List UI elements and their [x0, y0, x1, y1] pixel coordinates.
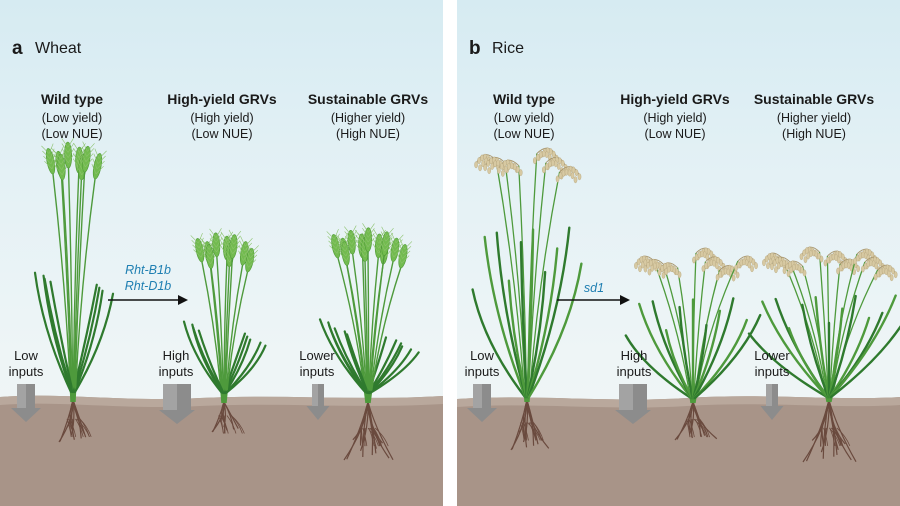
rice-panicle	[734, 255, 758, 273]
rice-panicle	[497, 159, 523, 177]
wheat-ear	[361, 223, 375, 252]
rice-plant	[624, 247, 762, 404]
col-nue: (Low NUE)	[41, 127, 103, 141]
gene-label-rht-b1b: Rht-B1b	[125, 263, 171, 277]
input-arrow-low	[467, 384, 497, 422]
wheat-ear	[80, 141, 95, 173]
wheat-ear	[41, 143, 57, 175]
col-title: High-yield GRVs	[167, 91, 277, 107]
col-yield: (Higher yield)	[776, 111, 852, 125]
col-yield: (Low yield)	[493, 111, 555, 125]
soil-highlight	[457, 396, 900, 408]
roots	[58, 399, 92, 443]
col-yield: (High yield)	[190, 111, 254, 125]
inputs-label-high: High inputs	[616, 348, 652, 379]
col-wild-type: Wild type (Low yield) (Low NUE)	[457, 91, 599, 142]
roots	[510, 399, 550, 451]
col-sustainable: Sustainable GRVs (Higher yield) (High NU…	[293, 91, 443, 142]
col-nue: (High NUE)	[782, 127, 846, 141]
rice-panicle	[770, 256, 794, 274]
gene-label-rht-d1b: Rht-D1b	[124, 279, 172, 293]
input-arrows	[11, 384, 330, 424]
rice-panicle	[701, 256, 726, 273]
col-yield: (Higher yield)	[330, 111, 406, 125]
inputs-label-low: Low inputs	[464, 348, 500, 379]
panel-label-b: b	[469, 38, 481, 59]
col-wild-type: Wild type (Low yield) (Low NUE)	[0, 91, 147, 142]
col-yield: (High yield)	[643, 111, 707, 125]
input-arrow-high	[159, 384, 195, 424]
col-nue: (Low NUE)	[644, 127, 706, 141]
inputs-label-low: Low inputs	[8, 348, 44, 379]
inputs-label-lower: Lower inputs	[754, 348, 790, 379]
wheat-ear	[397, 239, 413, 269]
col-title: High-yield GRVs	[620, 91, 730, 107]
panel-title-wheat: Wheat	[35, 40, 82, 57]
col-nue: (Low NUE)	[493, 127, 555, 141]
input-arrow-lower	[306, 384, 330, 420]
wheat-ear	[243, 243, 259, 273]
col-title: Sustainable GRVs	[307, 91, 429, 107]
rice-panicle	[657, 262, 682, 279]
panel-label-a: a	[12, 38, 23, 59]
wheat-ear	[91, 148, 107, 180]
inputs-label-lower: Lower inputs	[299, 348, 335, 379]
rice-plant	[471, 147, 583, 403]
panel-rice: b Rice Wild type (Low yield) (Low NUE) H…	[457, 0, 900, 506]
rice-plant	[747, 246, 900, 403]
gene-arrow	[108, 295, 188, 305]
col-nue: (High NUE)	[336, 127, 400, 141]
col-high-yield: High-yield GRVs (High yield) (Low NUE)	[147, 91, 297, 142]
wheat-plant	[318, 223, 420, 404]
rice-panicle	[799, 246, 824, 264]
rice-panicle	[532, 147, 559, 165]
col-title: Wild type	[492, 91, 556, 107]
rice-panicle	[555, 165, 582, 184]
rice-plants	[471, 147, 900, 463]
wheat-ear	[388, 232, 404, 263]
rice-panicle	[873, 264, 898, 282]
rice-panicle	[836, 258, 860, 276]
rice-panicle	[782, 260, 807, 278]
rice-illustration	[457, 147, 900, 506]
roots	[211, 401, 245, 434]
col-nue: (Low NUE)	[191, 127, 253, 141]
rice-panicle	[823, 250, 848, 268]
col-title: Wild type	[40, 91, 104, 107]
wheat-ear	[227, 229, 242, 259]
col-high-yield: High-yield GRVs (High yield) (Low NUE)	[600, 91, 750, 142]
input-arrow-low	[11, 384, 41, 422]
roots	[343, 401, 394, 461]
panel-title-rice: Rice	[492, 40, 525, 57]
roots	[802, 399, 857, 463]
wheat-plant	[182, 228, 267, 404]
wheat-ear	[337, 236, 352, 266]
input-arrow-lower	[760, 384, 784, 420]
wheat-illustration	[0, 137, 443, 506]
wheat-ear	[209, 228, 223, 258]
input-arrows	[467, 384, 784, 424]
col-title: Sustainable GRVs	[753, 91, 875, 107]
wheat-plants	[33, 137, 420, 461]
inputs-label-high: High inputs	[158, 348, 194, 379]
gene-label-sd1: sd1	[583, 281, 605, 295]
wheat-plant	[33, 137, 115, 403]
gene-arrow	[557, 295, 630, 305]
panel-divider	[443, 0, 457, 506]
col-sustainable: Sustainable GRVs (Higher yield) (High NU…	[739, 91, 889, 142]
wheat-ear	[344, 225, 358, 255]
input-arrow-high	[615, 384, 651, 424]
wheat-ear	[61, 137, 75, 169]
wheat-ear	[202, 239, 217, 269]
col-yield: (Low yield)	[41, 111, 103, 125]
soil	[0, 395, 443, 506]
panel-wheat: a Wheat Wild type (Low yield) (Low NUE) …	[0, 0, 443, 506]
roots	[674, 401, 718, 441]
soil	[457, 396, 900, 506]
